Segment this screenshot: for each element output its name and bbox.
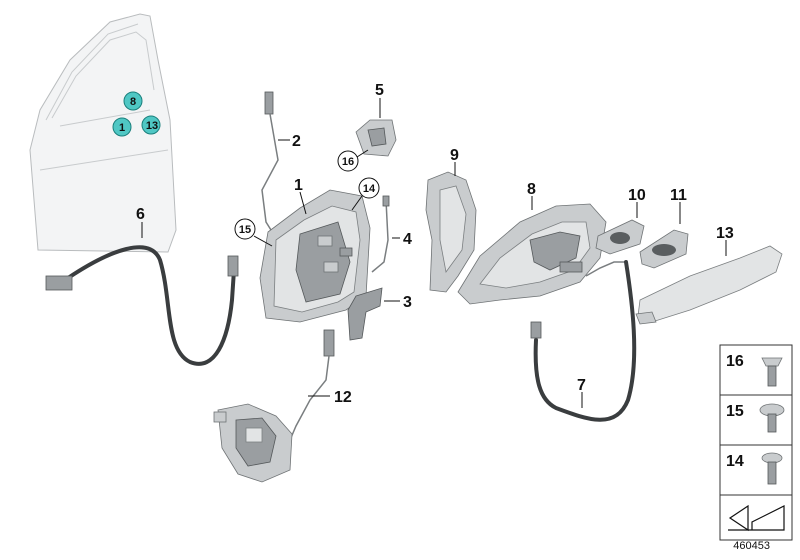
screw-14-icon xyxy=(761,452,783,464)
legend-cell-16 xyxy=(719,344,793,396)
svg-text:14: 14 xyxy=(363,183,376,195)
circled-ref-16[interactable]: 16 xyxy=(337,149,369,172)
document-number: 460453 xyxy=(733,540,770,552)
part-5-striker[interactable] xyxy=(355,119,397,157)
callout-3: 3 xyxy=(403,294,412,311)
svg-text:1: 1 xyxy=(119,122,125,134)
circled-ref-14[interactable]: 14 xyxy=(351,177,380,211)
callout-12: 12 xyxy=(334,389,352,406)
screw-legend: 16 15 14 xyxy=(719,344,793,541)
callout-9: 9 xyxy=(450,147,459,164)
callout-5: 5 xyxy=(375,82,384,99)
part-11-gasket[interactable] xyxy=(639,229,689,269)
legend-label-15: 15 xyxy=(726,403,744,420)
screw-16-shank xyxy=(767,365,777,387)
part-4-wire[interactable] xyxy=(371,195,390,273)
callout-2: 2 xyxy=(292,133,301,150)
part-7-cable[interactable] xyxy=(530,260,637,422)
door-marker-8[interactable]: 8 xyxy=(123,91,143,111)
part-13-door-handle[interactable] xyxy=(635,245,783,325)
part-10-gasket[interactable] xyxy=(595,219,645,255)
callout-7: 7 xyxy=(577,377,586,394)
part-9-cover[interactable] xyxy=(425,171,477,293)
circled-ref-15[interactable]: 15 xyxy=(234,218,273,247)
part-6-cable[interactable] xyxy=(45,245,239,366)
door-marker-1[interactable]: 1 xyxy=(112,117,132,137)
screw-15-shank xyxy=(767,413,777,433)
callout-8: 8 xyxy=(527,181,536,198)
legend-cell-15 xyxy=(719,394,793,446)
part-12-lock-actuator[interactable] xyxy=(213,329,335,483)
svg-text:16: 16 xyxy=(342,156,354,168)
screw-16-icon xyxy=(761,357,783,367)
callout-13: 13 xyxy=(716,225,734,242)
svg-text:13: 13 xyxy=(146,120,158,132)
legend-label-14: 14 xyxy=(726,453,744,470)
leader-1 xyxy=(299,191,307,215)
screw-14-shank xyxy=(767,461,777,485)
part-2-rod[interactable] xyxy=(261,91,279,239)
callout-10: 10 xyxy=(628,187,646,204)
callout-11: 11 xyxy=(670,187,687,204)
svg-text:8: 8 xyxy=(130,96,136,108)
callout-1: 1 xyxy=(294,177,303,194)
callout-4: 4 xyxy=(403,231,412,248)
part-8-handle-carrier[interactable] xyxy=(457,203,607,305)
door-marker-13[interactable]: 13 xyxy=(141,115,161,135)
legend-label-16: 16 xyxy=(726,353,744,370)
part-1-door-lock[interactable] xyxy=(259,189,371,323)
callout-6: 6 xyxy=(136,206,145,223)
svg-text:15: 15 xyxy=(239,224,251,236)
part-3-bracket[interactable] xyxy=(347,287,383,341)
door-outline xyxy=(29,13,177,253)
